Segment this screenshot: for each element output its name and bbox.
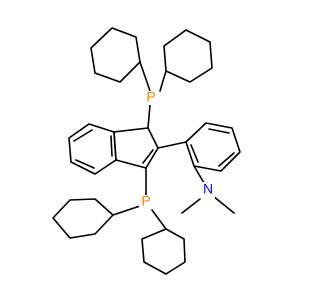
- indene-five-ring: [113, 127, 159, 169]
- n-label-bg: [201, 182, 215, 198]
- benzo-double-2: [75, 159, 95, 169]
- bond-p-top-indene: [147, 104, 151, 129]
- cyclohexyl-ring-bottom-left: [52, 198, 114, 239]
- bond-p-bottom-cy-1: [112, 205, 141, 216]
- aryl-double-1: [208, 128, 230, 134]
- cyclohexyl-ring-bottom-right: [141, 228, 186, 275]
- p-top-label-bg: [144, 91, 158, 105]
- phosphorus-top-label: P: [146, 89, 155, 105]
- indene-benzo-ring: [68, 123, 117, 175]
- p-bottom-label-bg: [139, 195, 153, 209]
- indene-double-bond: [142, 149, 154, 164]
- bond-cy-p-top-1: [139, 61, 151, 92]
- benzo-double-3: [110, 135, 113, 157]
- background: [0, 0, 300, 300]
- bond-indene-aryl: [157, 141, 187, 149]
- cyclohexyl-ring-top-right: [163, 29, 213, 83]
- bond-aryl-n: [193, 165, 205, 184]
- cyclohexyl-ring-top-left: [90, 27, 141, 83]
- benzo-double-1: [73, 129, 93, 142]
- molecule-diagram: P P N: [0, 0, 300, 300]
- aryl-double-3: [190, 144, 199, 163]
- bond-n-methyl-2: [181, 198, 201, 214]
- bond-p-bottom-cy-2: [151, 209, 167, 230]
- aryl-double-2: [218, 152, 235, 167]
- nitrogen-label: N: [203, 181, 213, 197]
- bond-cy-p-top-2: [159, 70, 167, 92]
- bond-n-methyl-1: [212, 195, 235, 214]
- phosphorus-bottom-label: P: [141, 193, 150, 209]
